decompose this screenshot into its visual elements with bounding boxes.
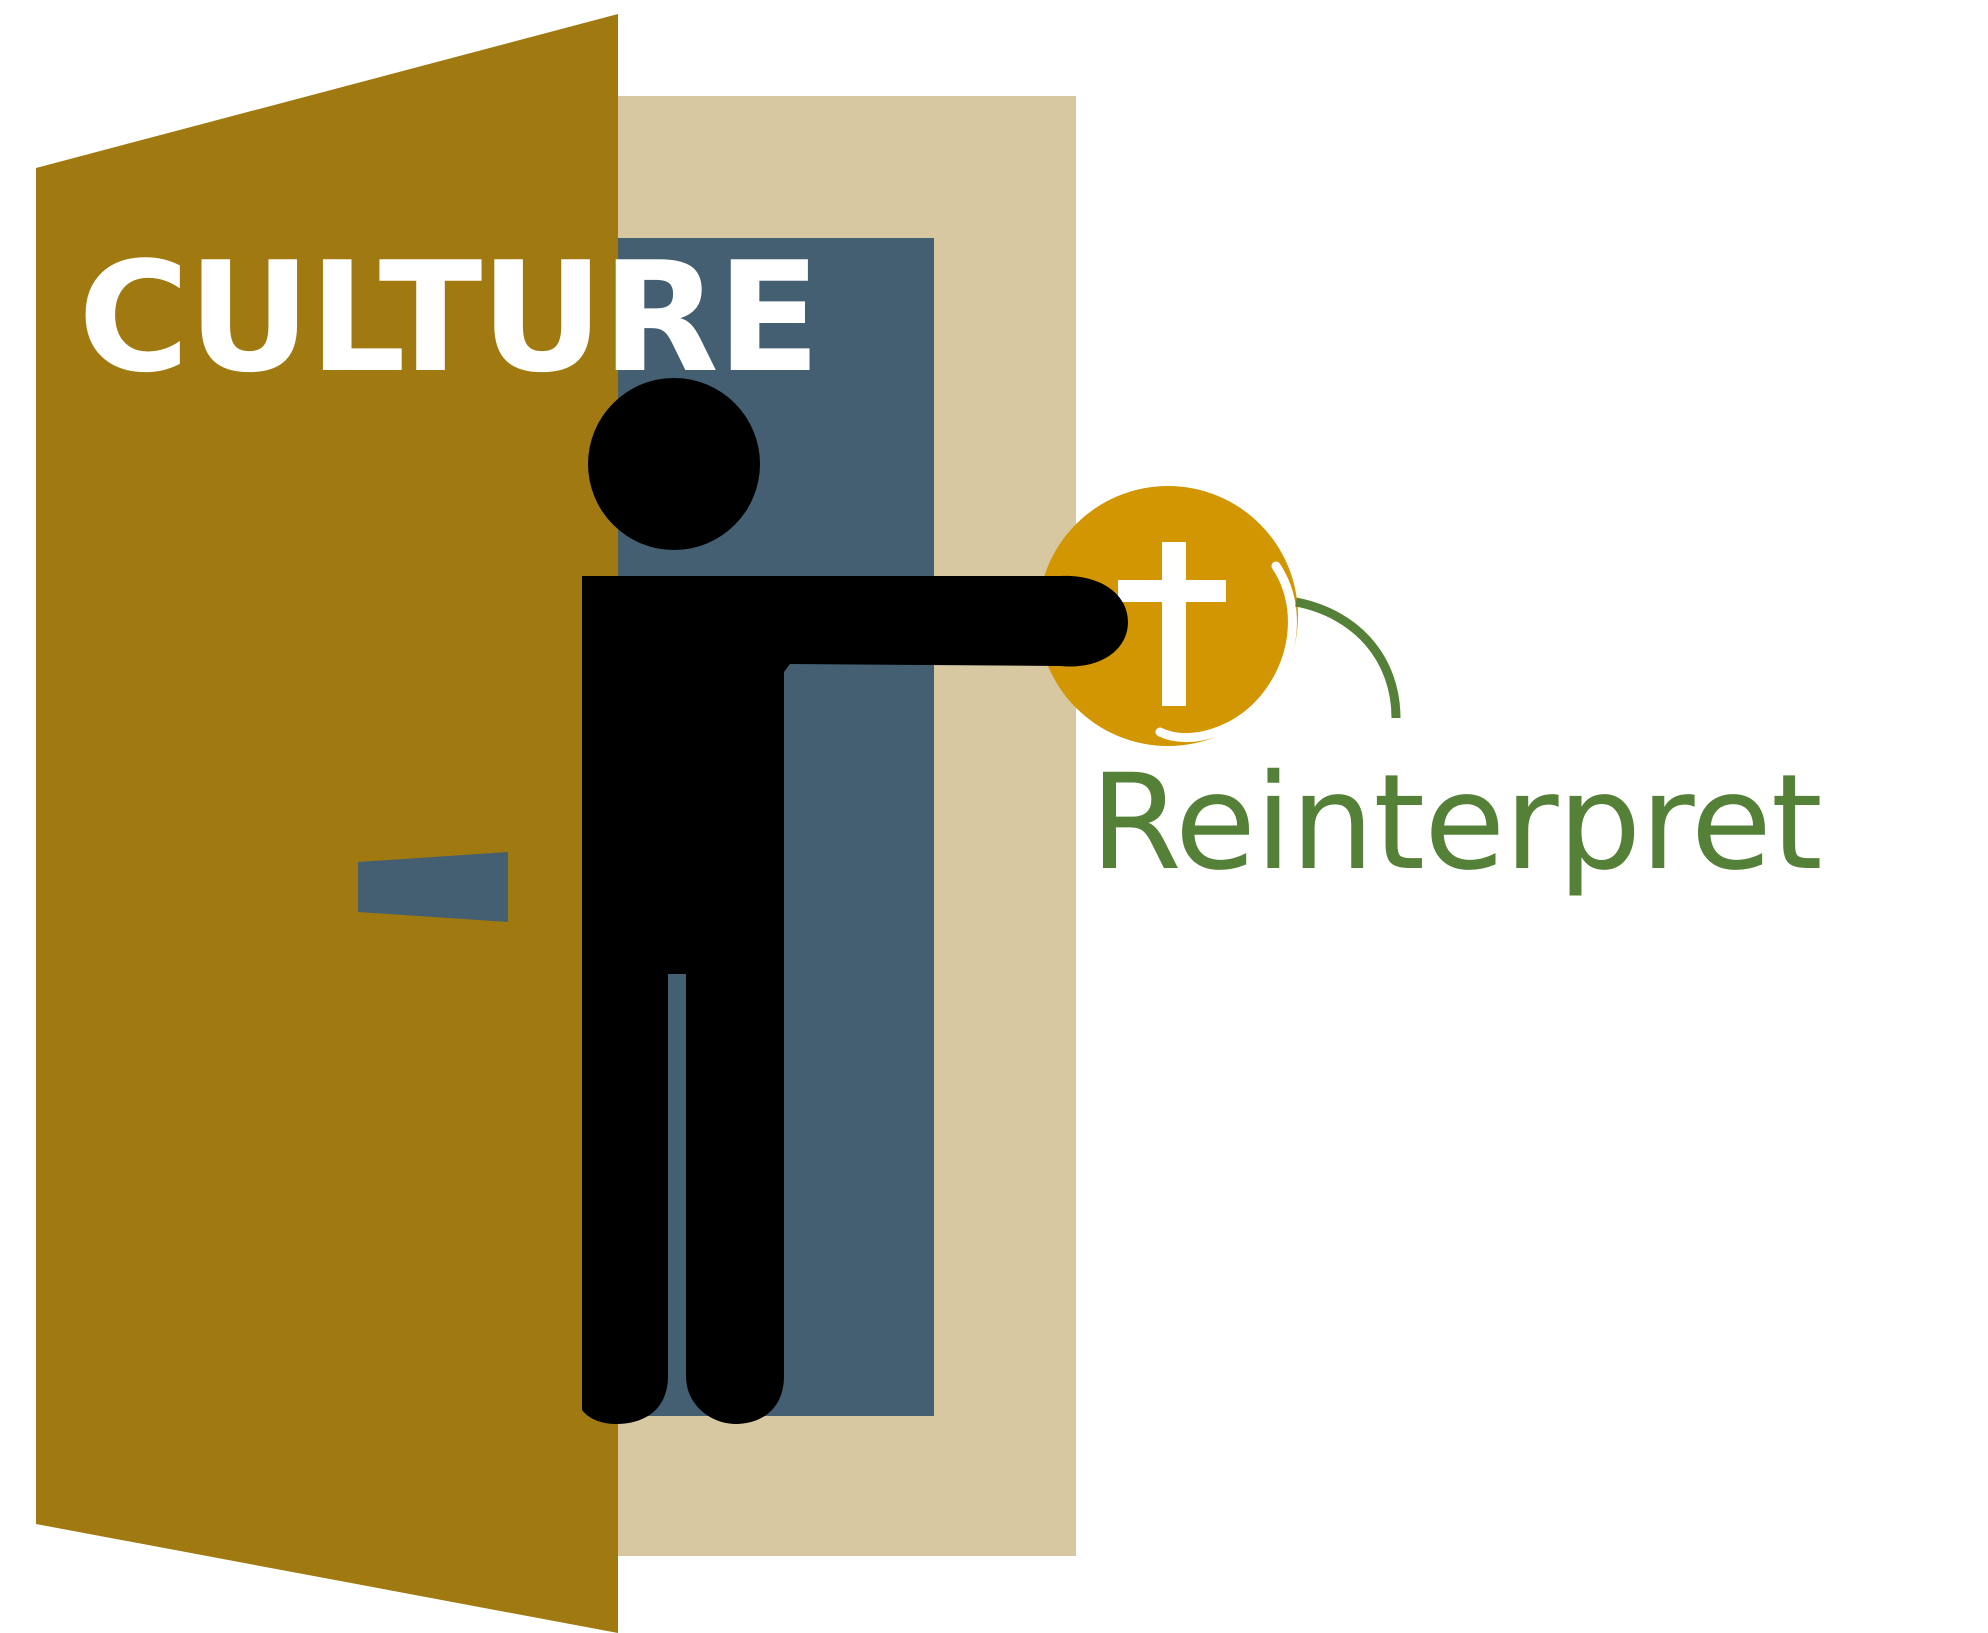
cross-horizontal (1118, 580, 1226, 602)
cross-vertical (1162, 542, 1186, 706)
figure-head (588, 378, 760, 550)
person-icon (582, 378, 1128, 1424)
reinterpret-label: Reinterpret (1090, 746, 1822, 900)
culture-label: CULTURE (78, 229, 819, 406)
door-window (358, 852, 508, 922)
cross-icon (1038, 486, 1298, 746)
figure-body (582, 575, 1128, 1424)
knob-highlight (1155, 561, 1297, 743)
connector-arc (1295, 597, 1401, 719)
door-panel (36, 14, 618, 1633)
